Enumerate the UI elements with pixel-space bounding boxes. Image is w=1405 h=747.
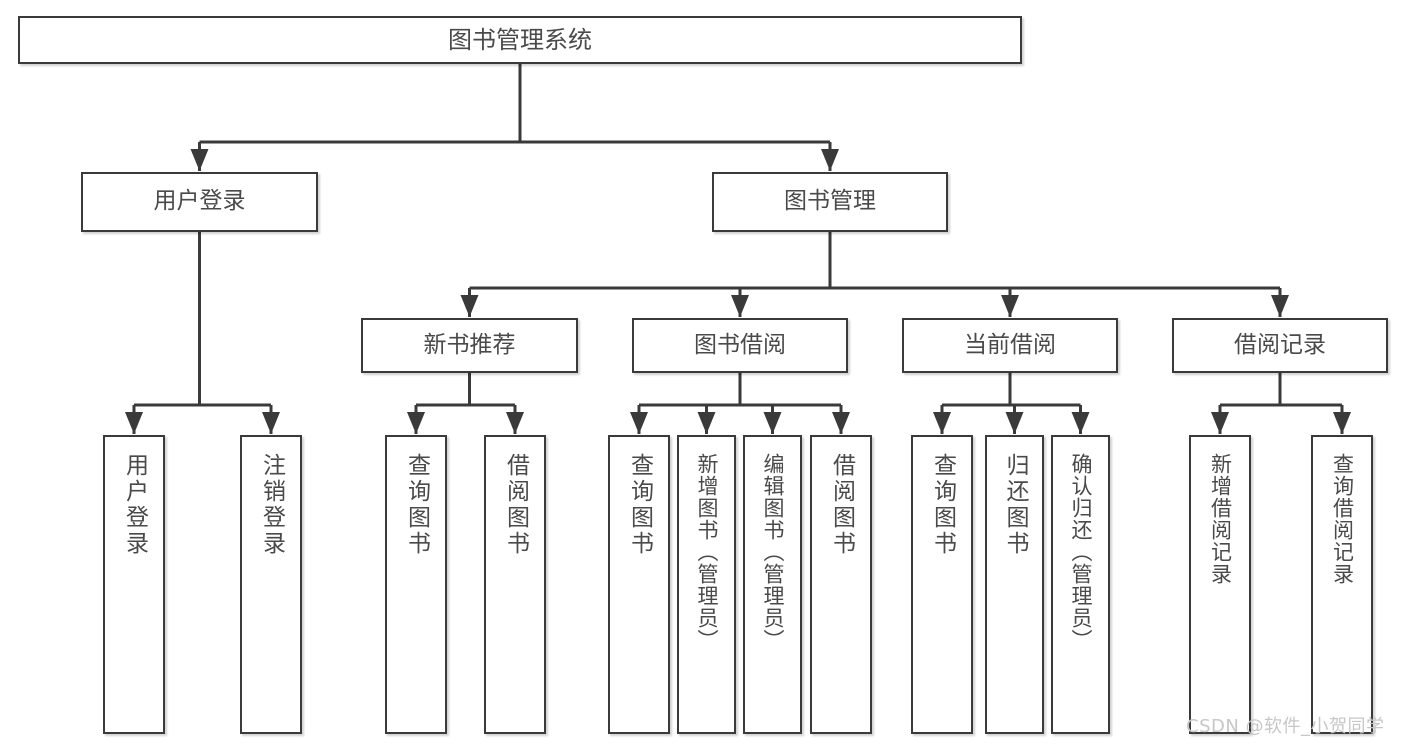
leaf-borrow-book-1[interactable]: 借阅图书 — [484, 435, 546, 734]
leaf-edit-book-admin[interactable]: 编辑图书（管理员） — [743, 435, 802, 734]
node-label: 注销登录 — [258, 453, 285, 557]
node-label: 新增图书（管理员） — [695, 453, 719, 651]
node-label: 当前借阅 — [964, 331, 1056, 358]
node-label: 查询图书 — [403, 453, 430, 557]
node-label: 查询图书 — [929, 453, 956, 557]
node-label: 查询图书 — [626, 453, 653, 557]
node-user-login[interactable]: 用户登录 — [81, 172, 318, 232]
node-root-system[interactable]: 图书管理系统 — [18, 16, 1022, 64]
node-label: 借阅记录 — [1234, 331, 1326, 358]
csdn-watermark: CSDN @软件_小贺同学 — [1186, 716, 1385, 737]
node-label: 图书管理 — [784, 188, 876, 215]
node-label: 查询借阅记录 — [1330, 453, 1355, 585]
node-label: 借阅图书 — [828, 453, 855, 557]
node-label: 确认归还（管理员） — [1069, 453, 1093, 651]
leaf-query-book-1[interactable]: 查询图书 — [385, 435, 447, 734]
node-new-book-recommend[interactable]: 新书推荐 — [361, 318, 578, 373]
node-label: 借阅图书 — [502, 453, 529, 557]
node-book-management[interactable]: 图书管理 — [712, 172, 948, 232]
leaf-borrow-book-2[interactable]: 借阅图书 — [810, 435, 872, 734]
leaf-confirm-return-admin[interactable]: 确认归还（管理员） — [1051, 435, 1110, 734]
leaf-query-borrow-record[interactable]: 查询借阅记录 — [1311, 435, 1373, 734]
leaf-logout[interactable]: 注销登录 — [240, 435, 302, 734]
leaf-add-book-admin[interactable]: 新增图书（管理员） — [677, 435, 736, 734]
node-label: 新书推荐 — [423, 331, 516, 358]
leaf-user-login[interactable]: 用户登录 — [103, 435, 165, 734]
node-borrow-record[interactable]: 借阅记录 — [1172, 318, 1388, 373]
leaf-query-book-2[interactable]: 查询图书 — [608, 435, 670, 734]
node-label: 图书管理系统 — [448, 25, 592, 54]
node-label: 用户登录 — [121, 453, 148, 557]
leaf-query-book-3[interactable]: 查询图书 — [911, 435, 973, 734]
node-label: 编辑图书（管理员） — [761, 453, 785, 651]
node-current-borrow[interactable]: 当前借阅 — [902, 318, 1118, 373]
node-label: 新增借阅记录 — [1208, 453, 1233, 585]
node-label: 归还图书 — [1002, 453, 1028, 557]
leaf-add-borrow-record[interactable]: 新增借阅记录 — [1189, 435, 1251, 734]
node-label: 用户登录 — [153, 188, 246, 215]
node-label: 图书借阅 — [694, 331, 786, 358]
leaf-return-book[interactable]: 归还图书 — [985, 435, 1044, 734]
node-book-borrow[interactable]: 图书借阅 — [632, 318, 848, 373]
